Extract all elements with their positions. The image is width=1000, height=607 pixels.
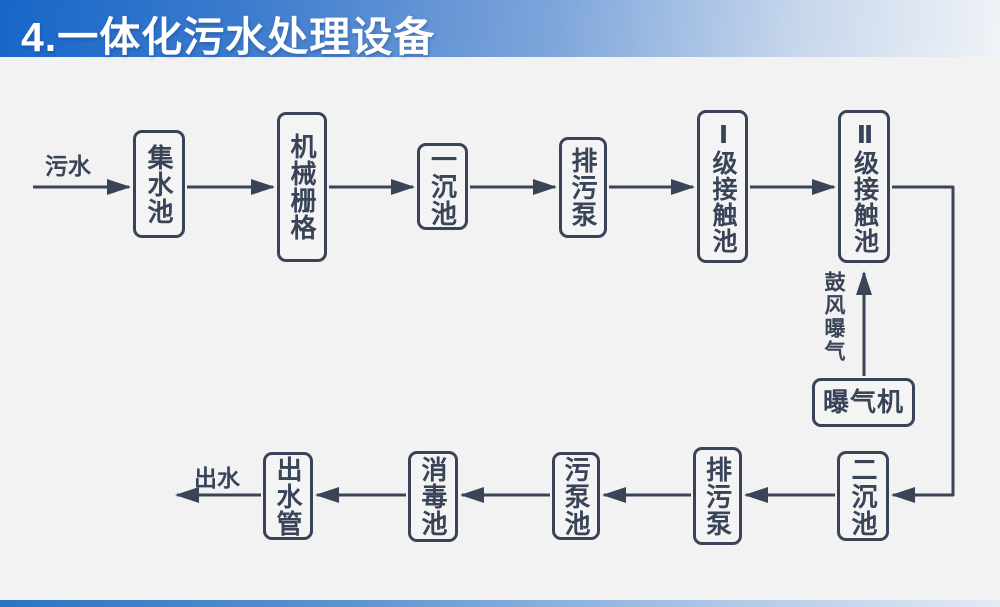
page-title: 4.一体化污水处理设备: [21, 14, 436, 60]
node-primary-sedimentation-tank-label: 一沉池: [427, 146, 458, 227]
node-sewage-pump-tank-label: 污泵池: [561, 455, 592, 537]
node-level1-contact-tank: Ⅰ级接触池: [697, 110, 748, 263]
node-level2-contact-tank-label: Ⅱ级接触池: [850, 119, 879, 254]
node-collection-tank: 集水池: [133, 130, 185, 238]
node-collection-tank-label: 集水池: [144, 143, 175, 225]
inflow-label: 污水: [45, 153, 91, 179]
node-secondary-sedimentation-tank-label: 二沉池: [848, 455, 879, 537]
node-level1-contact-tank-label: Ⅰ级接触池: [709, 119, 737, 254]
node-sewage-pump-top: 排污泵: [559, 137, 607, 238]
footer-accent-bar: [0, 600, 1000, 607]
node-secondary-sedimentation-tank: 二沉池: [837, 451, 889, 541]
node-aerator-label: 曝气机: [822, 387, 904, 418]
title-bar: 4.一体化污水处理设备: [0, 0, 1000, 60]
node-sewage-pump-top-label: 排污泵: [568, 147, 599, 228]
node-disinfection-tank: 消毒池: [408, 451, 458, 542]
outflow-label: 出水: [194, 465, 240, 491]
node-outlet-pipe-label: 出水管: [273, 455, 304, 537]
node-sewage-pump-bottom-label: 排污泵: [702, 455, 733, 537]
node-primary-sedimentation-tank: 一沉池: [417, 143, 468, 230]
arrow-contact2-to-secondary: [891, 185, 955, 503]
node-outlet-pipe: 出水管: [263, 452, 313, 540]
aeration-label: 鼓风曝气: [822, 271, 845, 363]
node-aerator: 曝气机: [812, 378, 915, 427]
node-disinfection-tank-label: 消毒池: [418, 456, 449, 537]
node-mechanical-screen-label: 机械栅格: [287, 133, 318, 241]
node-sewage-pump-tank: 污泵池: [552, 452, 600, 540]
node-level2-contact-tank: Ⅱ级接触池: [838, 110, 890, 263]
node-mechanical-screen: 机械栅格: [277, 112, 327, 262]
node-sewage-pump-bottom: 排污泵: [693, 447, 742, 545]
